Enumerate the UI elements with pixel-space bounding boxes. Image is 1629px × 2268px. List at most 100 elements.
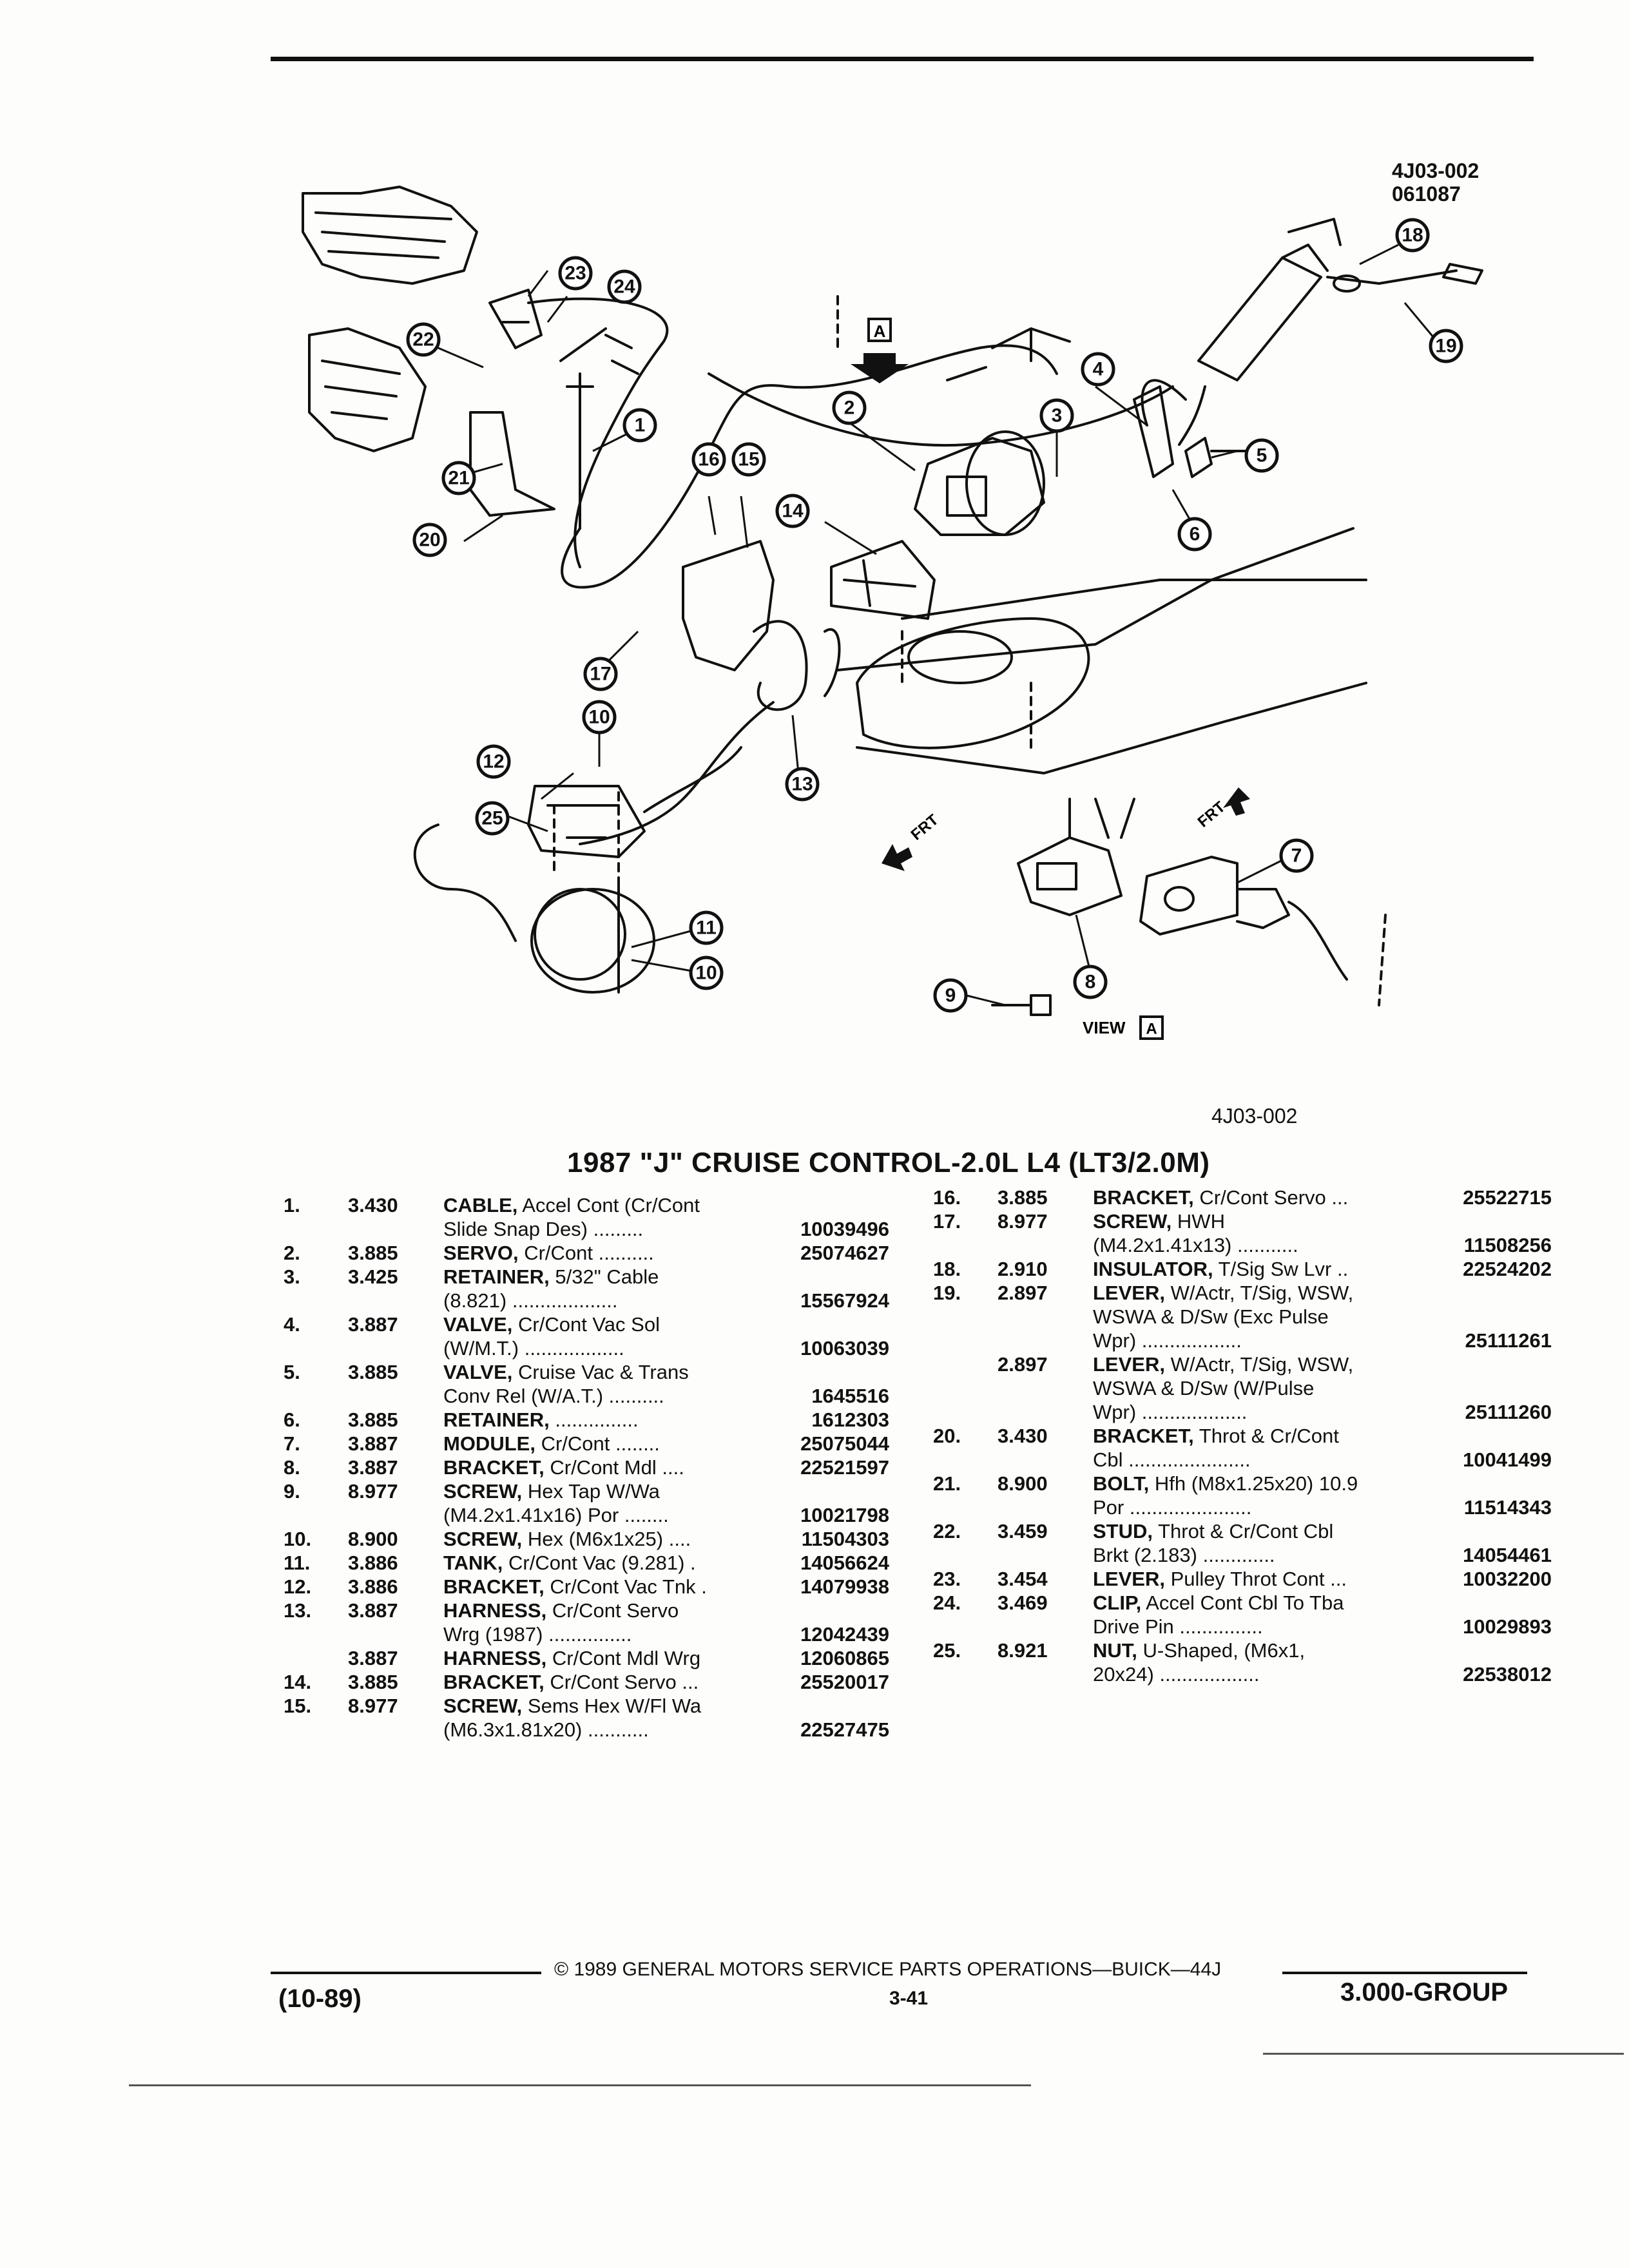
part-description: VALVE, Cr/Cont Vac Sol (W/M.T.) ........… [443, 1312, 889, 1360]
part-name: SERVO, [443, 1242, 519, 1264]
callout-14: 14 [775, 494, 810, 528]
callout-4: 4 [1081, 352, 1115, 387]
throttle-bracket [469, 411, 555, 517]
leader-dots: .......... [598, 1242, 654, 1264]
part-number: 17. [933, 1210, 961, 1233]
part-name: BRACKET, [443, 1575, 545, 1598]
callout-7: 7 [1279, 838, 1314, 873]
part-description: SCREW, Hex Tap W/Wa (M4.2x1.41x16) Por .… [443, 1479, 889, 1527]
part-number: 12. [284, 1575, 312, 1598]
vacuum-hose [413, 823, 517, 942]
group-number: 3.430 [348, 1194, 398, 1216]
part-name: SCREW, [443, 1528, 523, 1550]
part-number: 7. [284, 1432, 300, 1455]
group-number: 8.900 [998, 1472, 1048, 1495]
svg-text:3: 3 [1052, 405, 1063, 427]
bottom-rule-right [1263, 2053, 1624, 2055]
servo-diaphragm [965, 430, 1045, 536]
view-a-label: VIEW A [1083, 1015, 1164, 1040]
part-detail: Cr/Cont [524, 1242, 593, 1264]
part-name: VALVE, [443, 1361, 513, 1383]
servo-bracket [682, 540, 775, 671]
part-number: 3. [284, 1265, 300, 1288]
part-description: TANK, Cr/Cont Vac (9.281) .14056624 [443, 1551, 889, 1575]
part-description: SCREW, Hex (M6x1x25) ....11504303 [443, 1527, 889, 1551]
leader-dots: .... [668, 1528, 691, 1550]
svg-text:9: 9 [945, 985, 956, 1006]
svg-text:10: 10 [588, 707, 610, 728]
part-description: LEVER, Pulley Throt Cont ...10032200 [1093, 1567, 1552, 1591]
part-description: BOLT, Hfh (M8x1.25x20) 10.9 Por ........… [1093, 1472, 1552, 1519]
part-description: BRACKET, Cr/Cont Servo ...25522715 [1093, 1186, 1552, 1209]
part-number-code: 14056624 [798, 1551, 889, 1575]
part-description: BRACKET, Cr/Cont Servo ...25520017 [443, 1670, 889, 1694]
part-description: VALVE, Cruise Vac & Trans Conv Rel (W/A.… [443, 1360, 889, 1408]
cruise-module [1139, 856, 1239, 936]
part-name: HARNESS, [443, 1599, 547, 1622]
part-detail: Cr/Cont Vac Sol (W/M.T.) [443, 1313, 660, 1360]
engine-intake-outline [308, 327, 427, 452]
part-number-code: 14079938 [798, 1575, 889, 1599]
svg-text:FRT: FRT [1195, 798, 1229, 831]
part-description: HARNESS, Cr/Cont Mdl Wrg 12060865 [443, 1646, 889, 1670]
part-name: HARNESS, [443, 1647, 547, 1669]
part-number-code: 12060865 [798, 1646, 889, 1670]
part-name: CLIP, [1093, 1591, 1142, 1614]
part-detail: Accel Cont (Cr/Cont Slide Snap Des) [443, 1194, 700, 1240]
part-number: 24. [933, 1591, 961, 1614]
group-number: 3.454 [998, 1568, 1048, 1590]
svg-text:19: 19 [1435, 336, 1456, 357]
svg-text:VIEW: VIEW [1083, 1018, 1126, 1037]
part-number: 21. [933, 1472, 961, 1495]
part-name: BRACKET, [443, 1671, 545, 1693]
view-a-arrow: A [851, 318, 909, 383]
part-detail: Cr/Cont [541, 1432, 610, 1455]
group-number: 3.469 [998, 1591, 1048, 1614]
footer-rule-left [271, 1972, 541, 1974]
callout-3: 3 [1039, 398, 1074, 433]
part-number-code: 25522715 [1460, 1186, 1552, 1209]
callout-6: 6 [1177, 517, 1212, 552]
part-name: CABLE, [443, 1194, 518, 1216]
part-description: CABLE, Accel Cont (Cr/Cont Slide Snap De… [443, 1193, 889, 1241]
part-number-code: 22524202 [1460, 1257, 1552, 1281]
group-number: 3.885 [998, 1186, 1048, 1209]
callout-18: 18 [1395, 218, 1430, 253]
part-number-code: 11514343 [1461, 1495, 1552, 1519]
module-bracket [1017, 836, 1123, 916]
part-number-code: 1645516 [809, 1384, 889, 1408]
part-detail: Cr/Cont Servo Wrg (1987) [443, 1599, 679, 1646]
part-number-code: 25111260 [1462, 1400, 1552, 1424]
callout-12: 12 [476, 744, 511, 779]
svg-text:1: 1 [635, 415, 646, 436]
part-number-code: 11508256 [1461, 1233, 1552, 1257]
copyright-text: © 1989 GENERAL MOTORS SERVICE PARTS OPER… [554, 1959, 1222, 1980]
part-detail: 5/32" Cable (8.821) [443, 1265, 659, 1312]
leader-dots: ... [1331, 1186, 1349, 1209]
servo-harness [753, 620, 841, 711]
leader-dots: ... [682, 1671, 699, 1693]
svg-text:22: 22 [412, 329, 434, 351]
part-number: 19. [933, 1282, 961, 1304]
part-number-code: 10021798 [798, 1503, 889, 1527]
group-number: 2.897 [998, 1282, 1048, 1304]
leader-dots: ................... [1141, 1401, 1248, 1423]
leader-dots: .................. [1159, 1663, 1260, 1686]
callout-16: 16 [691, 442, 726, 477]
callout-5: 5 [1244, 438, 1279, 473]
group-number: 8.977 [348, 1480, 398, 1503]
part-description: HARNESS, Cr/Cont Servo Wrg (1987) ......… [443, 1599, 889, 1646]
part-number: 8. [284, 1456, 300, 1479]
part-number-code: 10063039 [798, 1336, 889, 1360]
callout-10a: 10 [689, 956, 724, 990]
part-detail: Throt & Cr/Cont Cbl Brkt (2.183) [1093, 1520, 1334, 1566]
part-number-code: 10039496 [798, 1217, 889, 1241]
